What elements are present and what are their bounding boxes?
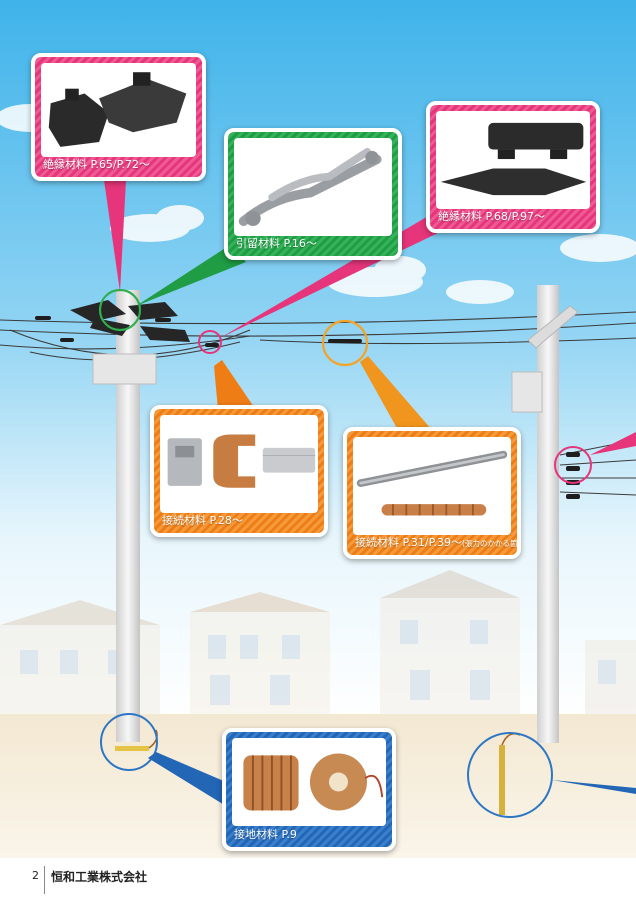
highlight-circle-orange	[321, 319, 369, 367]
deadend-clamp-photo	[234, 138, 392, 236]
callout-deadend[interactable]: 引留材料 P.16～	[224, 128, 402, 260]
right-pole	[537, 285, 559, 743]
leader-insulation-1	[104, 180, 126, 292]
callout-connection-1[interactable]: 接続材料 P.28～	[150, 405, 328, 537]
leader-right-pink	[590, 432, 636, 455]
label-grounding: 接地材料 P.9	[234, 828, 297, 841]
footer-divider	[44, 866, 45, 894]
insulation-cover-photo	[41, 63, 196, 157]
grounding-material-photo	[232, 738, 386, 826]
page-footer: 2 恒和工業株式会社	[0, 858, 636, 900]
leader-connection-1	[214, 360, 256, 410]
compression-sleeve-photo	[353, 437, 511, 535]
company-name: 恒和工業株式会社	[51, 870, 148, 884]
line-fittings	[35, 316, 580, 499]
leader-connection-2	[360, 356, 432, 430]
highlight-circle-pink	[198, 330, 222, 354]
label-insulation-2: 絶縁材料 P.68/P.97～	[438, 210, 546, 223]
callout-grounding[interactable]: 接地材料 P.9	[222, 728, 396, 851]
callout-insulation-1[interactable]: 絶縁材料 P.65/P.72～	[31, 53, 206, 181]
label-connection-2-text: 接続材料 P.31/P.39～	[355, 536, 463, 549]
label-deadend: 引留材料 P.16～	[236, 237, 317, 250]
leader-deadend	[136, 245, 246, 306]
callout-connection-2[interactable]: 接続材料 P.31/P.39～(張力のかかる箇所)	[343, 427, 521, 559]
highlight-circle-pink-right	[554, 446, 592, 484]
leader-grounding	[148, 752, 226, 806]
highlight-circle-blue-right	[467, 732, 553, 818]
label-connection-1: 接続材料 P.28～	[162, 514, 243, 527]
callout-insulation-2[interactable]: 絶縁材料 P.68/P.97～	[426, 101, 600, 233]
label-insulation-1: 絶縁材料 P.65/P.72～	[43, 158, 151, 171]
label-connection-2: 接続材料 P.31/P.39～(張力のかかる箇所)	[355, 534, 518, 550]
insulation-cover-2-photo	[436, 111, 590, 209]
ground-rod-left	[115, 746, 149, 751]
leader-right-blue	[552, 780, 636, 794]
label-connection-2-note: (張力のかかる箇所)	[462, 539, 518, 548]
connection-sleeve-photo	[160, 415, 318, 513]
page-number: 2	[32, 869, 39, 882]
ground-rod-right	[499, 745, 505, 815]
highlight-circle-blue-left	[100, 713, 158, 771]
